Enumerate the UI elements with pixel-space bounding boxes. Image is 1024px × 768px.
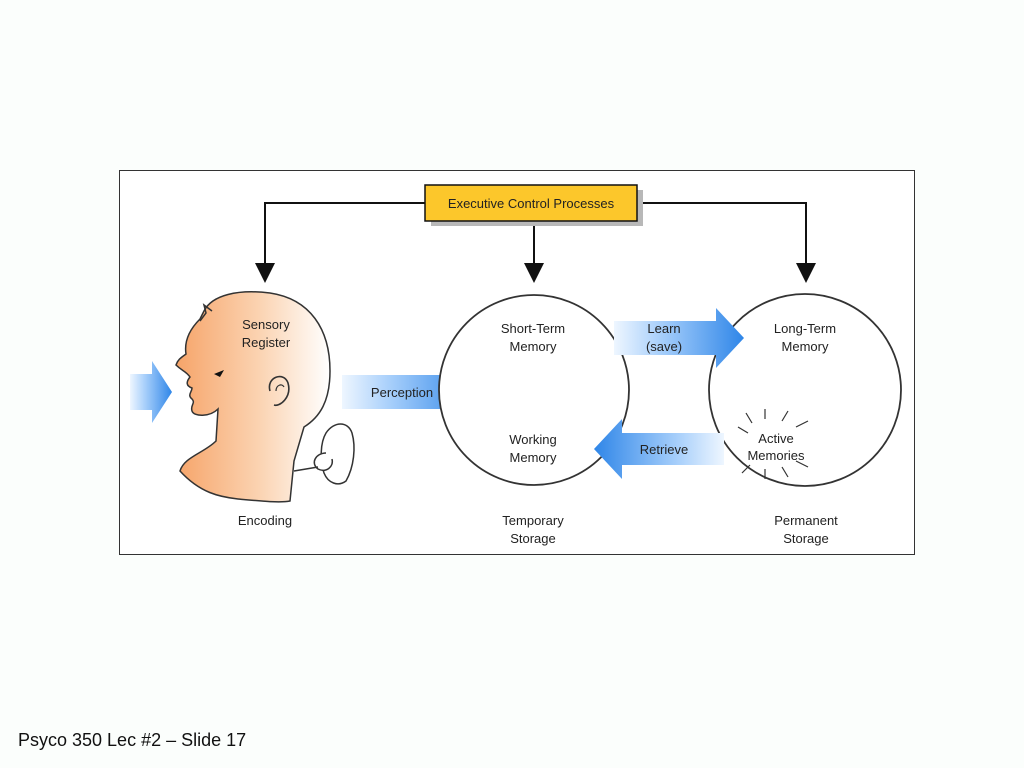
permanent-storage-label-line1: Permanent [774, 513, 838, 528]
eye-icon [214, 370, 224, 377]
permanent-storage-label-line2: Storage [783, 531, 829, 546]
executive-control-box: Executive Control Processes [424, 184, 643, 226]
learn-label-line2: (save) [646, 339, 682, 354]
short-term-memory-label-line1: Short-Term [501, 321, 565, 336]
sensory-register-label-line1: Sensory [242, 317, 290, 332]
input-arrow [130, 361, 172, 423]
perception-label: Perception [371, 385, 433, 400]
sensory-register-label-line2: Register [242, 335, 291, 350]
head-figure: Sensory Register [175, 291, 331, 503]
temporary-storage-label-line2: Storage [510, 531, 556, 546]
executive-connectors [255, 202, 816, 283]
retrieve-arrow: Retrieve [594, 419, 724, 479]
ear-icon [268, 375, 290, 407]
temporary-storage-label-line1: Temporary [502, 513, 564, 528]
learn-arrow: Learn (save) [614, 308, 744, 368]
long-term-memory-label-line1: Long-Term [774, 321, 836, 336]
hand-icon [293, 423, 355, 485]
active-memories-label-line1: Active [758, 431, 793, 446]
short-term-memory-label-line2: Memory [510, 339, 557, 354]
short-term-memory-circle: Short-Term Memory Working Memory [438, 294, 630, 486]
encoding-label: Encoding [238, 513, 292, 528]
memory-model-diagram: Executive Control Processes Sensory Regi… [119, 170, 915, 555]
slide-footer: Psyco 350 Lec #2 – Slide 17 [18, 730, 247, 750]
active-memories-burst-icon [737, 409, 809, 479]
retrieve-label: Retrieve [640, 442, 688, 457]
long-term-memory-label-line2: Memory [782, 339, 829, 354]
working-memory-label-line1: Working [509, 432, 556, 447]
executive-control-label: Executive Control Processes [448, 196, 615, 211]
active-memories-label-line2: Memories [747, 448, 805, 463]
learn-label-line1: Learn [647, 321, 680, 336]
long-term-memory-circle: Long-Term Memory Active Memories [708, 293, 902, 487]
working-memory-label-line2: Memory [510, 450, 557, 465]
